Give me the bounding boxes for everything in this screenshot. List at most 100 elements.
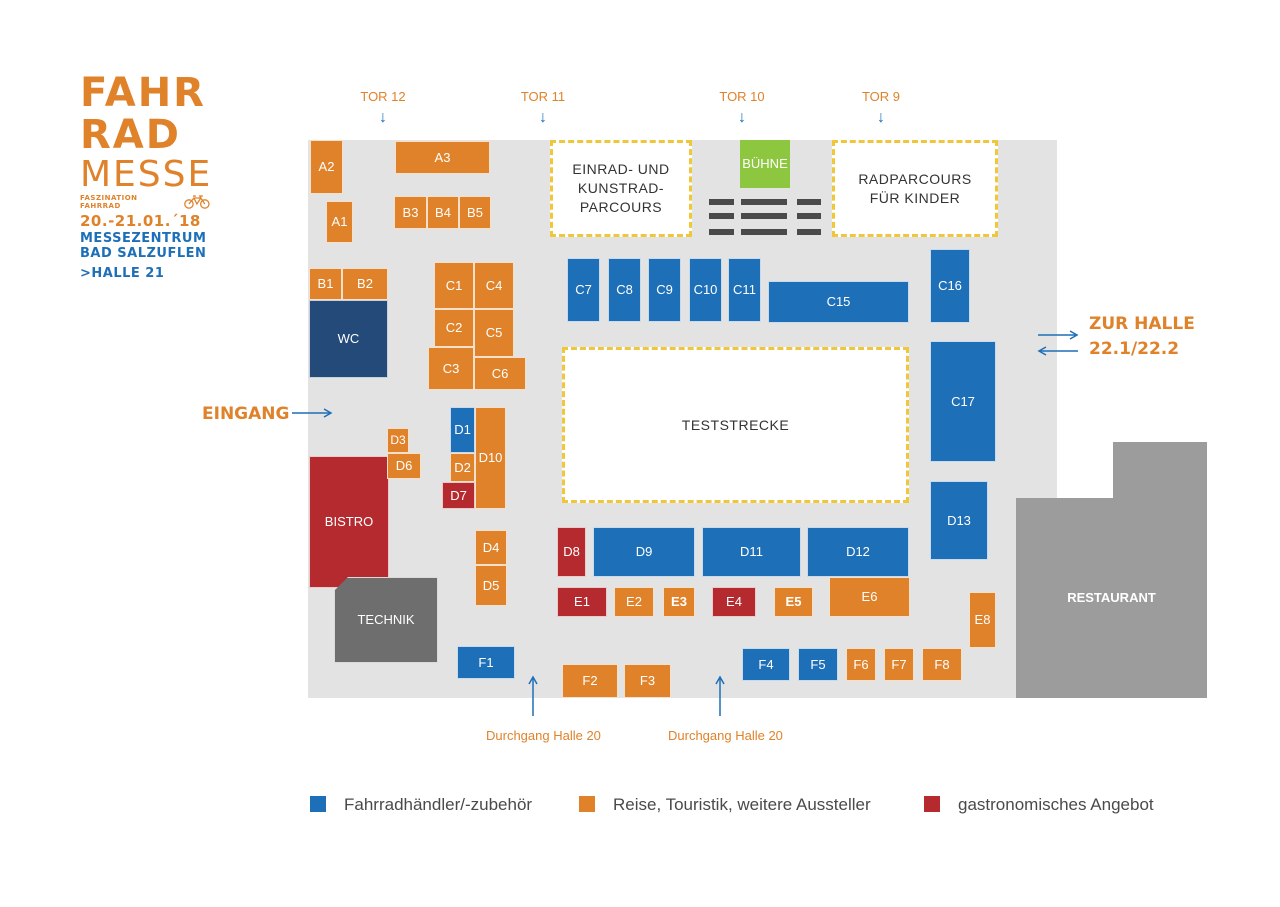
booth-d1[interactable]: D1 (450, 407, 475, 453)
booth-a2[interactable]: A2 (310, 140, 343, 194)
booth-d4[interactable]: D4 (475, 530, 507, 565)
booth-f1[interactable]: F1 (457, 646, 515, 679)
test-track-zone: TESTSTRECKE (562, 347, 909, 503)
venue-city: BAD SALZUFLEN (80, 246, 207, 261)
booth-e1[interactable]: E1 (557, 587, 607, 617)
booth-c16[interactable]: C16 (930, 249, 970, 323)
booth-f3[interactable]: F3 (624, 664, 671, 698)
gate-9-label: TOR 9 (861, 89, 901, 104)
legend-swatch-blue (310, 796, 326, 812)
unicycle-parcours-zone: EINRAD- UND KUNSTRAD- PARCOURS (550, 140, 692, 237)
arrow-up-icon (715, 675, 725, 716)
arrow-down-icon: ↓ (738, 109, 746, 126)
bidirectional-arrow-icon (1037, 330, 1079, 356)
gate-12-label: TOR 12 (360, 89, 406, 104)
entrance-label: EINGANG (202, 404, 290, 424)
bench (741, 229, 787, 235)
to-hall-label: ZUR HALLE (1089, 314, 1195, 334)
logo-fahr: FAHR (80, 70, 206, 116)
bench (709, 213, 734, 219)
bistro-area: BISTRO (309, 456, 389, 588)
logo-rad: RAD (80, 112, 181, 158)
arrow-down-icon: ↓ (379, 109, 387, 126)
booth-f2[interactable]: F2 (562, 664, 618, 698)
zone-line: EINRAD- UND (572, 161, 670, 178)
bench (709, 229, 734, 235)
booth-d13[interactable]: D13 (930, 481, 988, 560)
booth-f6[interactable]: F6 (846, 648, 876, 681)
booth-b1[interactable]: B1 (309, 268, 342, 300)
booth-c8[interactable]: C8 (608, 258, 641, 322)
booth-c10[interactable]: C10 (689, 258, 722, 322)
booth-e2[interactable]: E2 (614, 587, 654, 617)
booth-d10[interactable]: D10 (475, 407, 506, 509)
booth-c6[interactable]: C6 (474, 357, 526, 390)
bench (797, 229, 821, 235)
restaurant-area: RESTAURANT (1016, 498, 1207, 698)
booth-f8[interactable]: F8 (922, 648, 962, 681)
booth-b2[interactable]: B2 (342, 268, 388, 300)
booth-d8[interactable]: D8 (557, 527, 586, 577)
zone-line: FÜR KINDER (869, 189, 961, 206)
event-date: 20.-21.01.´18 (80, 212, 201, 230)
booth-c15[interactable]: C15 (768, 281, 909, 323)
booth-c7[interactable]: C7 (567, 258, 600, 322)
stage: BÜHNE (740, 140, 790, 188)
booth-b4[interactable]: B4 (427, 196, 459, 229)
booth-c11[interactable]: C11 (728, 258, 761, 322)
legend-label: gastronomisches Angebot (958, 795, 1154, 814)
booth-e6[interactable]: E6 (829, 577, 910, 617)
booth-d5[interactable]: D5 (475, 565, 507, 606)
bench (741, 213, 787, 219)
booth-c4[interactable]: C4 (474, 262, 514, 309)
arrow-down-icon: ↓ (539, 109, 547, 126)
booth-d11[interactable]: D11 (702, 527, 801, 577)
booth-a3[interactable]: A3 (395, 141, 490, 174)
booth-e4[interactable]: E4 (712, 587, 756, 617)
hall-label: >HALLE 21 (80, 266, 165, 281)
booth-e5[interactable]: E5 (774, 587, 813, 617)
booth-d12[interactable]: D12 (807, 527, 909, 577)
bench (709, 199, 734, 205)
restaurant-annex (1113, 442, 1207, 500)
legend-label: Fahrradhändler/-zubehör (344, 795, 533, 814)
booth-e3[interactable]: E3 (663, 587, 695, 617)
booth-f7[interactable]: F7 (884, 648, 914, 681)
booth-f5[interactable]: F5 (798, 648, 838, 681)
booth-d9[interactable]: D9 (593, 527, 695, 577)
booth-d7[interactable]: D7 (442, 482, 475, 509)
booth-c5[interactable]: C5 (474, 309, 514, 357)
event-logo: FAHR RAD MESSE FASZINATION FAHRRAD (80, 72, 210, 210)
zone-line: KUNSTRAD- (577, 180, 665, 197)
gate-10-label: TOR 10 (719, 89, 765, 104)
kids-parcours-zone: RADPARCOURS FÜR KINDER (832, 140, 998, 237)
booth-e8[interactable]: E8 (969, 592, 996, 648)
booth-a1[interactable]: A1 (326, 201, 353, 243)
logo-tagline: FASZINATION FAHRRAD (80, 194, 138, 210)
bicycle-icon (184, 195, 210, 209)
booth-d2[interactable]: D2 (450, 453, 475, 482)
zone-line: PARCOURS (579, 198, 663, 215)
legend-label: Reise, Touristik, weitere Aussteller (613, 795, 871, 814)
bench (797, 199, 821, 205)
zone-line: RADPARCOURS (858, 170, 972, 187)
bench (797, 213, 821, 219)
technik-area: TECHNIK (334, 577, 438, 663)
booth-c9[interactable]: C9 (648, 258, 681, 322)
booth-c3[interactable]: C3 (428, 347, 474, 390)
booth-f4[interactable]: F4 (742, 648, 790, 681)
venue-name: MESSEZENTRUM (80, 231, 207, 246)
arrow-down-icon: ↓ (877, 109, 885, 126)
passage-hall-20-label: Durchgang Halle 20 (668, 728, 783, 743)
arrow-right-icon (292, 408, 333, 418)
booth-d6[interactable]: D6 (387, 453, 421, 479)
booth-c2[interactable]: C2 (434, 309, 474, 347)
legend-swatch-orange (579, 796, 595, 812)
booth-b3[interactable]: B3 (394, 196, 427, 229)
booth-d3[interactable]: D3 (387, 428, 409, 453)
booth-c17[interactable]: C17 (930, 341, 996, 462)
booth-b5[interactable]: B5 (459, 196, 491, 229)
booth-c1[interactable]: C1 (434, 262, 474, 309)
wc-area: WC (309, 300, 388, 378)
passage-hall-20-label: Durchgang Halle 20 (486, 728, 601, 743)
